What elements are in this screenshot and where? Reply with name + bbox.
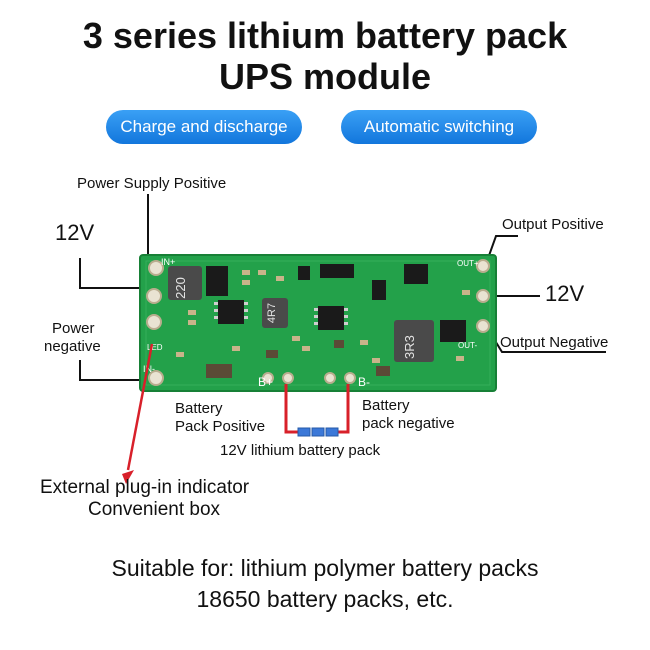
battery-cells (297, 427, 339, 437)
badge-automatic-switching: Automatic switching (341, 110, 537, 144)
battery-wire-positive (284, 384, 300, 434)
label-output-voltage: 12V (545, 281, 585, 306)
pad-out-positive (476, 259, 490, 273)
leader-input-voltage (79, 258, 148, 289)
label-battery-positive-1: Battery (175, 400, 223, 417)
footer-line-2: 18650 battery packs, etc. (196, 586, 454, 612)
pad-in-positive (148, 260, 164, 276)
ic-u3 (440, 320, 466, 342)
label-power-negative-2: negative (44, 338, 101, 355)
footer-line-1: Suitable for: lithium polymer battery pa… (111, 555, 539, 581)
inductor-right-label: 3R3 (402, 335, 417, 359)
label-battery-positive-2: Pack Positive (175, 418, 266, 435)
inductor-left (168, 266, 202, 300)
label-indicator-1: External plug-in indicator (40, 477, 250, 498)
inductor-left-label: 220 (173, 277, 188, 299)
indicator-arrow-head (122, 470, 134, 484)
title-line-1: 3 series lithium battery pack (82, 15, 568, 56)
silk-led: LED (147, 343, 163, 352)
label-indicator-2: Convenient box (88, 499, 221, 520)
label-output-positive: Output Positive (502, 216, 604, 233)
silk-b-negative: B- (358, 375, 370, 389)
inductor-mid (262, 298, 288, 328)
label-battery-negative-1: Battery (362, 397, 410, 414)
silk-b-positive: B+ (258, 375, 273, 389)
silk-out-positive: OUT+ (457, 259, 479, 268)
label-power-supply-positive: Power Supply Positive (77, 175, 227, 192)
inductor-right (394, 320, 434, 362)
title-line-2: UPS module (218, 56, 432, 97)
pad-battery-positive-1 (262, 372, 274, 384)
battery-wire-negative (336, 384, 350, 434)
ic-u1 (218, 300, 244, 324)
pad-battery-positive-2 (282, 372, 294, 384)
silk-out-negative: OUT- (458, 341, 477, 350)
pad-out-negative (476, 319, 490, 333)
label-battery-negative-2: pack negative (362, 415, 455, 432)
capacitor-c5 (206, 364, 232, 378)
badge-charge-discharge: Charge and discharge (106, 110, 302, 144)
label-input-voltage: 12V (55, 220, 95, 245)
label-power-negative-1: Power (52, 320, 95, 337)
label-output-negative: Output Negative (500, 334, 609, 351)
leader-power-negative (79, 360, 148, 381)
ic-u2 (318, 306, 344, 330)
silk-in-negative: IN- (143, 364, 155, 374)
inductor-mid-label: 4R7 (266, 303, 278, 323)
pad-in-negative (148, 370, 164, 386)
mosfet-q1 (206, 266, 228, 296)
pad-battery-negative (344, 372, 356, 384)
label-battery-pack: 12V lithium battery pack (220, 442, 381, 459)
silk-in-positive: IN+ (161, 257, 175, 267)
diode-d4 (404, 264, 428, 284)
indicator-arrow-line (126, 343, 154, 471)
diode-d1 (320, 264, 354, 278)
